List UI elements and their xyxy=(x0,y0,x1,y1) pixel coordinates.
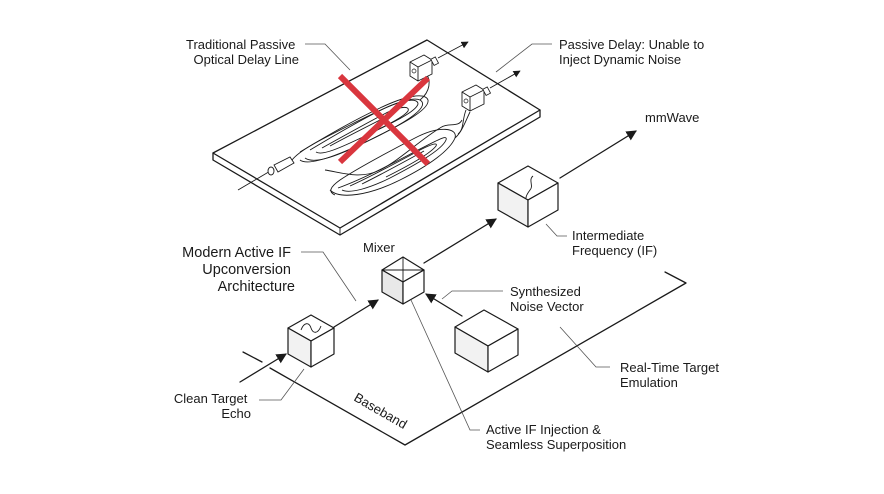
output-fiber-2 xyxy=(489,70,521,89)
fiber-coil-right xyxy=(324,127,456,196)
mixer-cube xyxy=(381,256,425,305)
label-if: Intermediate Frequency (IF) xyxy=(572,228,657,258)
if-wave-icon xyxy=(525,175,534,199)
leader-limitation xyxy=(495,43,552,73)
label-limitation: Passive Delay: Unable to Inject Dynamic … xyxy=(559,37,708,67)
leader-architecture xyxy=(301,251,357,302)
label-baseband: Baseband xyxy=(352,390,410,432)
label-emulation: Real-Time Target Emulation xyxy=(620,360,723,390)
noise-cube xyxy=(454,309,519,373)
input-fiber xyxy=(237,169,273,191)
echo-input-arrow xyxy=(239,353,287,383)
noise-to-mixer-arrow xyxy=(425,293,463,317)
output-connector-1 xyxy=(409,54,440,82)
input-connector xyxy=(267,156,295,176)
output-fiber-1 xyxy=(437,41,469,59)
echo-to-mixer-arrow xyxy=(333,299,379,328)
passive-delay-board xyxy=(212,39,541,236)
board-top-face xyxy=(212,39,541,229)
label-mixer: Mixer xyxy=(363,240,395,255)
label-echo: Clean Target Echo xyxy=(174,391,251,421)
leader-emulation xyxy=(559,326,610,368)
clean-echo-cube xyxy=(287,314,335,368)
if-to-mmwave-arrow xyxy=(559,130,637,179)
label-noise: Synthesized Noise Vector xyxy=(510,284,584,314)
label-injection: Active IF Injection & Seamless Superposi… xyxy=(486,422,626,452)
label-mmwave: mmWave xyxy=(645,110,699,125)
output-connector-2 xyxy=(461,84,492,112)
leader-echo xyxy=(259,368,305,401)
label-delay-line: Traditional Passive Optical Delay Line xyxy=(186,37,299,67)
leader-injection xyxy=(410,299,480,431)
sine-wave-icon xyxy=(300,323,322,333)
label-architecture: Modern Active IF Upconversion Architectu… xyxy=(182,245,295,295)
leader-noise xyxy=(441,290,503,300)
leader-if xyxy=(545,223,567,237)
red-x-icon xyxy=(337,73,431,167)
if-cube xyxy=(497,165,559,228)
mixer-to-if-arrow xyxy=(423,218,497,264)
leader-delay-line xyxy=(305,43,351,71)
